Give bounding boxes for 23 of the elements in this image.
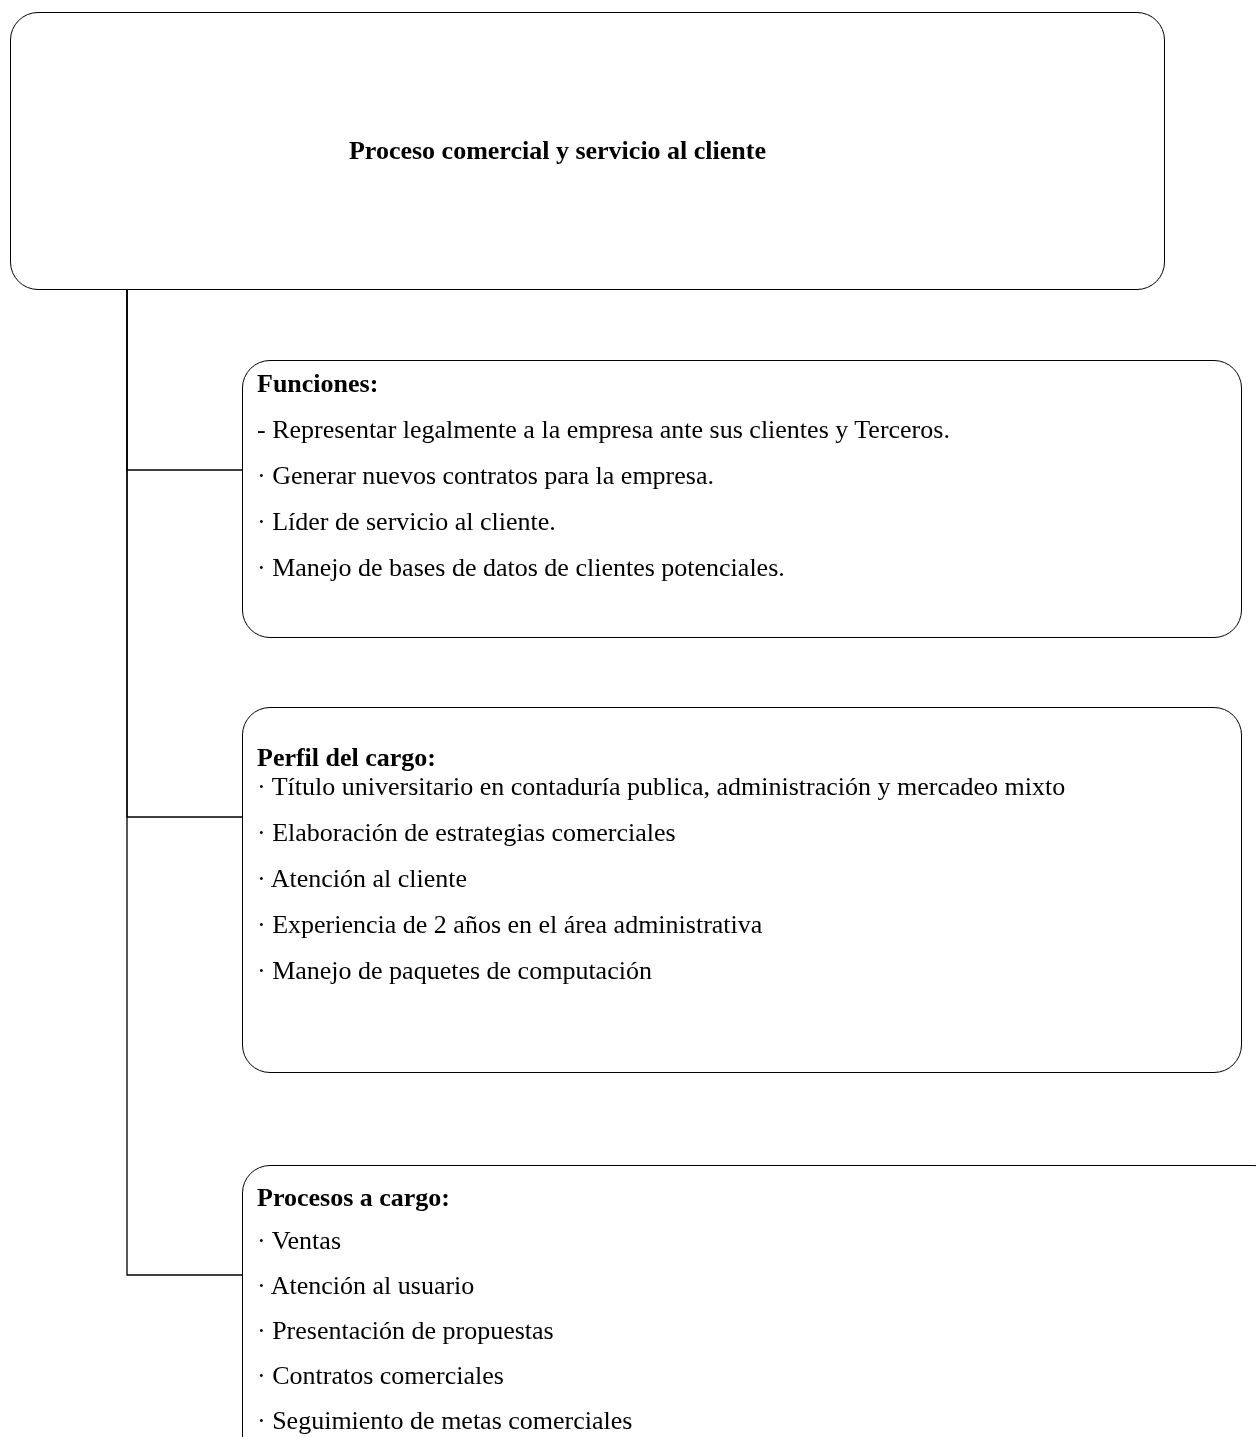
section-heading: Procesos a cargo: [257,1184,451,1211]
list-item: · Manejo de bases de datos de clientes potenciales. [257,552,786,584]
list-item: · Título universitario en contaduría publica, administración y mercadeo mixto [257,773,1067,800]
list-item: · Ventas [257,1227,342,1254]
section-heading: Funciones: [257,368,380,400]
list-item: · Elaboración de estrategias comerciales [257,819,677,846]
list-item: · Experiencia de 2 años en el área administrativa [257,911,764,938]
list-item: · Atención al usuario [257,1272,476,1299]
list-item: · Seguimiento de metas comerciales [257,1407,634,1434]
list-item: · Atención al cliente [257,865,469,892]
title-box [10,12,1165,290]
connector-line [126,289,243,1276]
list-item: · Contratos comerciales [257,1362,505,1389]
title-text: Proceso comercial y servicio al cliente [348,136,766,166]
section-heading: Perfil del cargo: [257,744,438,771]
list-item: · Manejo de paquetes de computación [257,957,653,984]
list-item: · Líder de servicio al cliente. [257,506,557,538]
info-box [242,360,1242,638]
list-item: · Generar nuevos contratos para la empresa. [257,460,715,492]
info-box [242,707,1242,1073]
info-box [242,1165,1256,1437]
list-item: - Representar legalmente a la empresa ante sus clientes y Terceros. [257,414,951,446]
list-item: · Presentación de propuestas [257,1317,555,1344]
